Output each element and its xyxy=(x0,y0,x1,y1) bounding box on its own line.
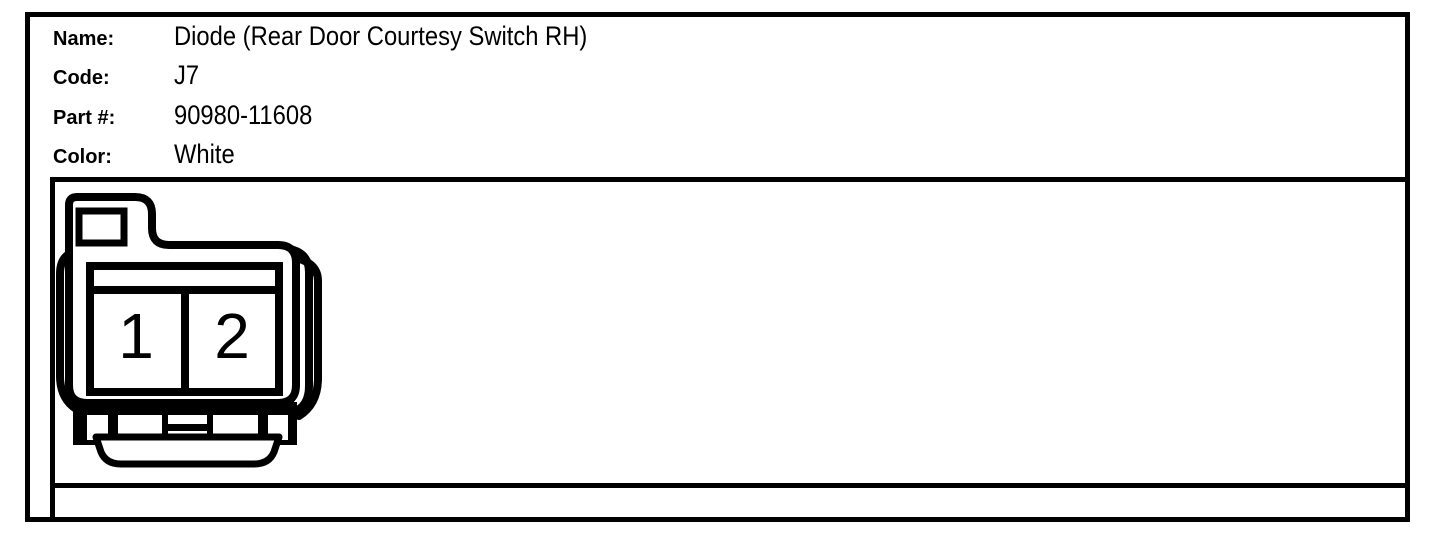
connector-info-fields: Name: Diode (Rear Door Courtesy Switch RH… xyxy=(53,19,644,176)
base-segment xyxy=(168,415,207,424)
code-label: Code: xyxy=(53,67,110,90)
name-value: Diode (Rear Door Courtesy Switch RH) xyxy=(174,21,588,51)
field-row-name: Name: Diode (Rear Door Courtesy Switch RH… xyxy=(53,19,644,58)
field-row-color: Color: White xyxy=(53,137,644,176)
pin-1-label[interactable]: 1 xyxy=(118,300,154,372)
diagram-box-divider xyxy=(50,483,1410,488)
pin-1[interactable]: 1 xyxy=(94,294,181,388)
pin-2[interactable]: 2 xyxy=(189,294,275,388)
code-value: J7 xyxy=(174,60,200,91)
connector-bottom-tray xyxy=(92,433,283,468)
part-number-value: 90980-11608 xyxy=(174,99,313,130)
color-value: White xyxy=(174,138,235,169)
connector-diagram: 1 2 xyxy=(56,193,322,468)
field-row-part-number: Part #: 90980-11608 xyxy=(53,98,644,137)
connector-shell-right-outer xyxy=(287,253,322,420)
pin-2-label[interactable]: 2 xyxy=(214,300,250,372)
field-row-code: Code: J7 xyxy=(53,58,644,97)
color-label: Color: xyxy=(53,145,112,168)
name-label: Name: xyxy=(53,28,115,50)
part-number-label: Part #: xyxy=(53,106,116,129)
latch-tab-detail xyxy=(75,207,128,247)
